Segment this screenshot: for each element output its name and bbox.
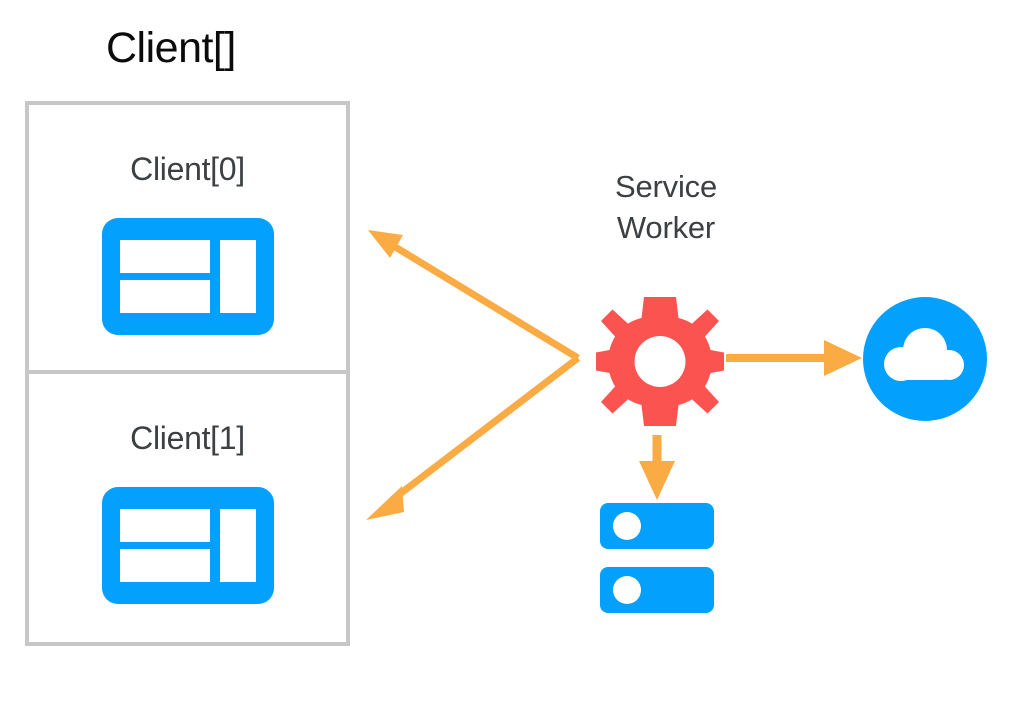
arrow-worker-to-cloud	[726, 340, 862, 376]
client-item-1: Client[1]	[29, 374, 346, 643]
arrow-worker-to-client1	[366, 355, 581, 520]
arrow-worker-to-client0	[368, 230, 580, 361]
cloud-icon	[863, 297, 987, 421]
client-item-0: Client[0]	[29, 105, 346, 374]
clients-array-container: Client[0] Client[1]	[25, 101, 350, 646]
service-worker-label-line2: Worker	[616, 210, 716, 246]
client-1-label: Client[1]	[130, 419, 245, 456]
service-worker-label: Service Worker	[586, 166, 746, 248]
client-0-label: Client[0]	[130, 151, 245, 187]
browser-window-icon	[101, 486, 274, 604]
gear-icon	[596, 297, 724, 426]
server-database-icon	[600, 503, 714, 613]
service-worker-label-line1: Service	[615, 169, 717, 204]
browser-window-icon	[101, 218, 274, 335]
page-title: Client[]	[106, 24, 236, 72]
arrow-worker-to-storage	[639, 435, 675, 500]
